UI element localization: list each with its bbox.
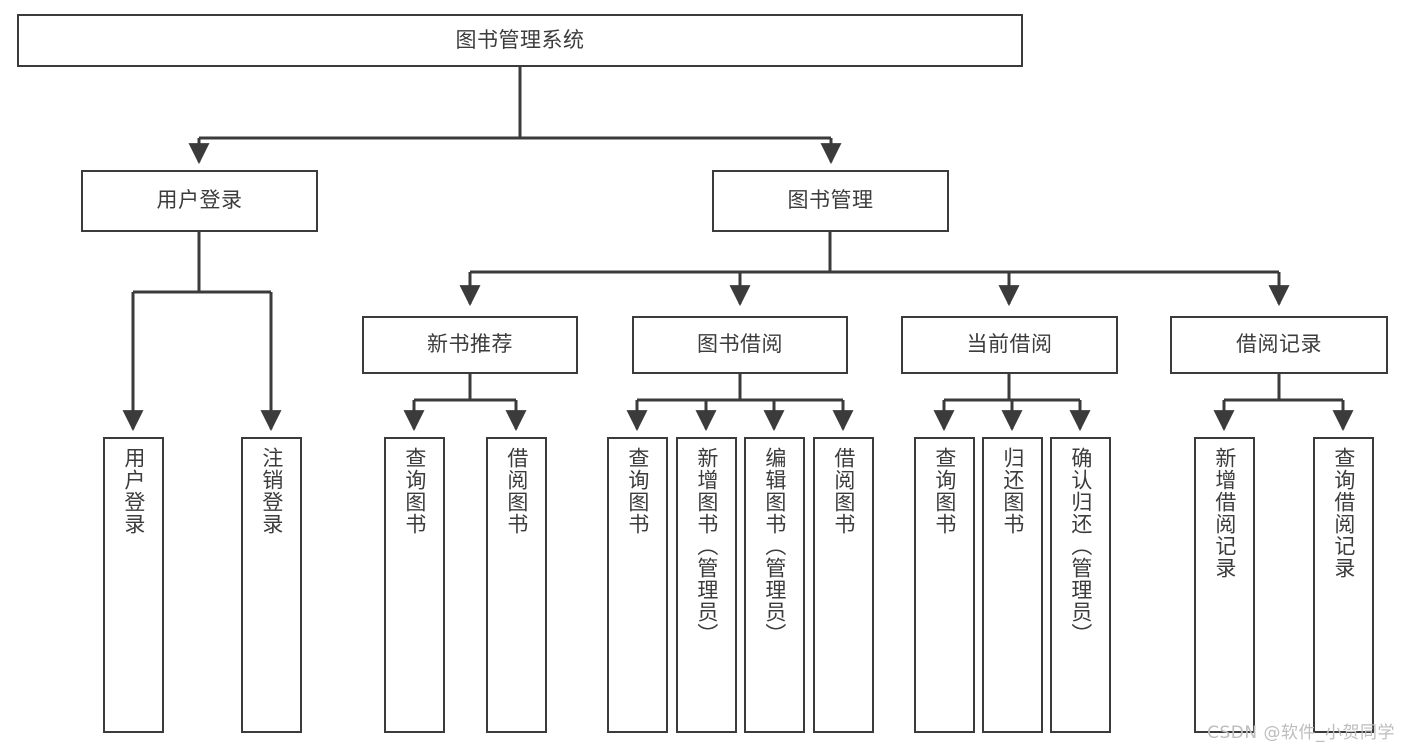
node-label: 借阅记录 xyxy=(1236,332,1322,357)
node-book-manage[interactable]: 图书管理 xyxy=(712,170,949,232)
leaf-query-book-borrow[interactable]: 查询图书 xyxy=(607,437,668,733)
node-borrow-record[interactable]: 借阅记录 xyxy=(1170,316,1388,374)
node-label: 新增图书（管理员） xyxy=(694,447,719,645)
node-label: 新书推荐 xyxy=(427,332,513,357)
leaf-user-login[interactable]: 用户登录 xyxy=(103,437,164,733)
node-label: 归还图书 xyxy=(1000,447,1025,535)
node-label: 注销登录 xyxy=(259,447,284,535)
csdn-watermark: CSDN @软件_小贺同学 xyxy=(1207,723,1395,743)
node-label: 查询借阅记录 xyxy=(1331,447,1356,579)
node-label: 查询图书 xyxy=(625,447,650,535)
leaf-add-borrow-record[interactable]: 新增借阅记录 xyxy=(1194,437,1255,733)
leaf-query-book-current[interactable]: 查询图书 xyxy=(914,437,975,733)
leaf-user-logout[interactable]: 注销登录 xyxy=(241,437,302,733)
node-label: 借阅图书 xyxy=(504,447,529,535)
node-label: 编辑图书（管理员） xyxy=(762,447,787,645)
node-label: 当前借阅 xyxy=(966,332,1053,357)
node-label: 图书管理 xyxy=(787,188,874,213)
node-new-book-recommend[interactable]: 新书推荐 xyxy=(362,316,578,374)
leaf-edit-book-admin[interactable]: 编辑图书（管理员） xyxy=(744,437,805,733)
node-root-book-management-system[interactable]: 图书管理系统 xyxy=(17,14,1023,67)
node-book-borrow[interactable]: 图书借阅 xyxy=(632,316,848,374)
node-current-borrow[interactable]: 当前借阅 xyxy=(901,316,1118,374)
node-label: 借阅图书 xyxy=(831,447,856,535)
leaf-confirm-return-admin[interactable]: 确认归还（管理员） xyxy=(1050,437,1111,733)
leaf-borrow-book-recommend[interactable]: 借阅图书 xyxy=(486,437,547,733)
node-label: 用户登录 xyxy=(121,447,146,535)
node-label: 查询图书 xyxy=(402,447,427,535)
leaf-query-book-recommend[interactable]: 查询图书 xyxy=(384,437,445,733)
node-label: 用户登录 xyxy=(156,188,243,213)
leaf-return-book[interactable]: 归还图书 xyxy=(982,437,1043,733)
leaf-add-book-admin[interactable]: 新增图书（管理员） xyxy=(676,437,737,733)
node-label: 图书管理系统 xyxy=(455,27,585,52)
leaf-query-borrow-record[interactable]: 查询借阅记录 xyxy=(1313,437,1374,733)
leaf-borrow-book[interactable]: 借阅图书 xyxy=(813,437,874,733)
node-label: 查询图书 xyxy=(932,447,957,535)
node-label: 新增借阅记录 xyxy=(1212,447,1237,579)
node-user-login[interactable]: 用户登录 xyxy=(81,170,318,232)
node-label: 确认归还（管理员） xyxy=(1068,447,1093,645)
node-label: 图书借阅 xyxy=(697,332,783,357)
